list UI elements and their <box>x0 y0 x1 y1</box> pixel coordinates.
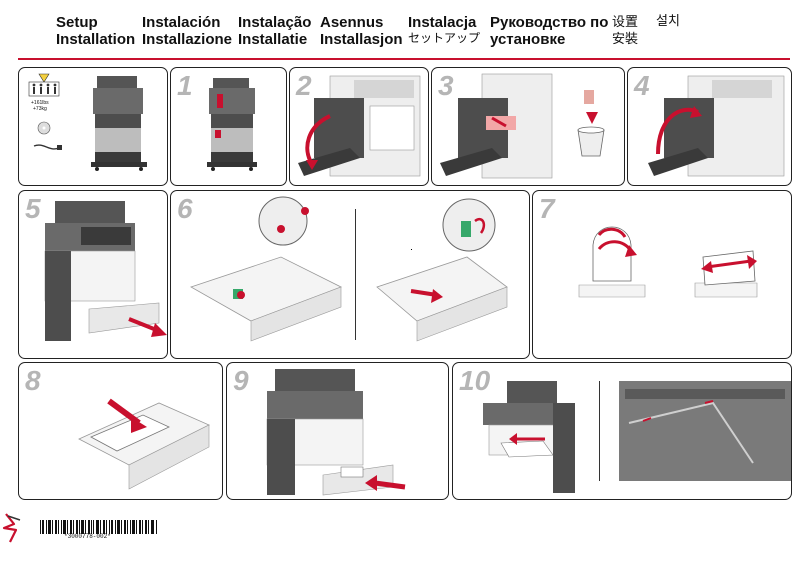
panel-step-8: 8 <box>18 362 223 500</box>
step-number: 6 <box>177 193 193 224</box>
step-6-separator <box>355 209 356 340</box>
step-number: 5 <box>25 193 41 224</box>
panel-step-3: 3 <box>431 67 625 186</box>
panel-box-contents: +161lbs +73kg <box>18 67 168 186</box>
barcode-number: *3000778-002* <box>64 533 111 540</box>
step-10-separator <box>599 381 600 481</box>
step-number: 10 <box>459 365 491 396</box>
brand-logo-icon <box>2 513 21 543</box>
panel-step-6: 6 <box>170 190 530 359</box>
title-ko: 설치 <box>656 14 680 29</box>
step-8-illustration <box>78 398 210 490</box>
panel-step-4: 4 <box>627 67 792 186</box>
panel-step-1: 1 <box>170 67 287 186</box>
step-number: 1 <box>177 70 193 101</box>
weight-kg: +73kg <box>33 106 47 112</box>
title-fi-no: Asennus Installasjon <box>320 14 403 48</box>
printer-full <box>91 76 147 171</box>
panel-step-5: 5 <box>18 190 168 359</box>
people-icon <box>28 81 60 97</box>
step-10-illustration <box>483 381 791 493</box>
panel-step-7: 7 <box>532 190 792 359</box>
title-bar: Setup Installation Instalación Installaz… <box>18 14 790 54</box>
title-pl-ja: Instalacja セットアップ <box>408 14 481 45</box>
step-number: 9 <box>233 365 249 396</box>
step-5-illustration <box>44 201 167 341</box>
panel-step-9: 9 <box>226 362 449 500</box>
panel-step-2: 2 <box>289 67 429 186</box>
title-zh: 设置 安裝 <box>612 15 639 47</box>
title-divider <box>18 58 790 60</box>
step-number: 3 <box>438 70 454 101</box>
step-number: 4 <box>634 70 650 101</box>
panel-step-10: 10 <box>452 362 792 500</box>
warning-icon <box>38 73 50 83</box>
step-number: 7 <box>539 193 555 224</box>
cd-icon <box>37 121 51 135</box>
step-3-illustration <box>440 73 605 179</box>
trash-bin-icon <box>577 126 605 157</box>
weight-lbs: +161lbs <box>31 100 49 106</box>
step-number: 2 <box>296 70 312 101</box>
box-contents-illustration <box>28 73 147 171</box>
step-2-illustration <box>298 75 421 177</box>
barcode <box>40 520 157 534</box>
step-6-illustration <box>190 196 508 342</box>
step-4-illustration <box>648 75 785 177</box>
step-9-illustration <box>266 369 406 496</box>
title-pt-nl: Instalação Installatie <box>238 14 312 48</box>
title-ru: Руководство по установке <box>490 14 609 48</box>
title-en-fr: Setup Installation <box>56 14 136 48</box>
step-number: 8 <box>25 365 41 396</box>
step-1-illustration <box>207 78 257 171</box>
step-7-illustration <box>578 226 758 298</box>
title-es-it: Instalación Installazione <box>142 14 233 48</box>
cable-icon <box>33 144 62 150</box>
